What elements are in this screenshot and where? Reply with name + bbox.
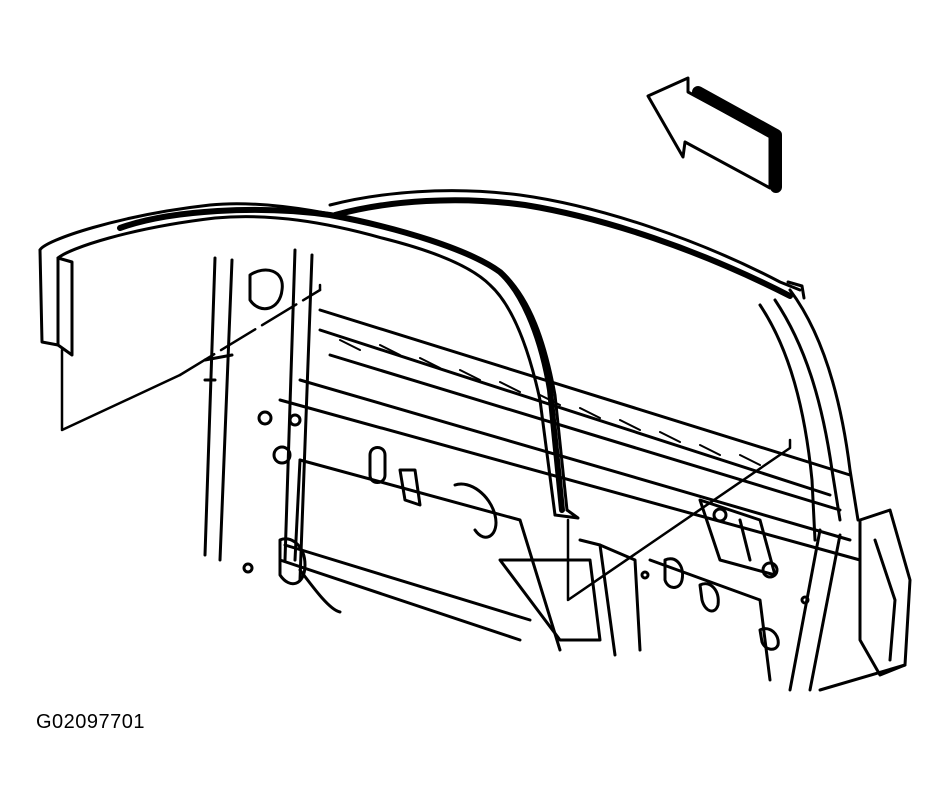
weatherstrip-detached (38, 202, 580, 520)
direction-arrow-icon (646, 76, 782, 193)
figure-id-label: G02097701 (36, 711, 146, 733)
leader-lines (60, 283, 792, 602)
door-inner-panel (203, 248, 912, 692)
weatherstrip-installed (328, 189, 860, 542)
